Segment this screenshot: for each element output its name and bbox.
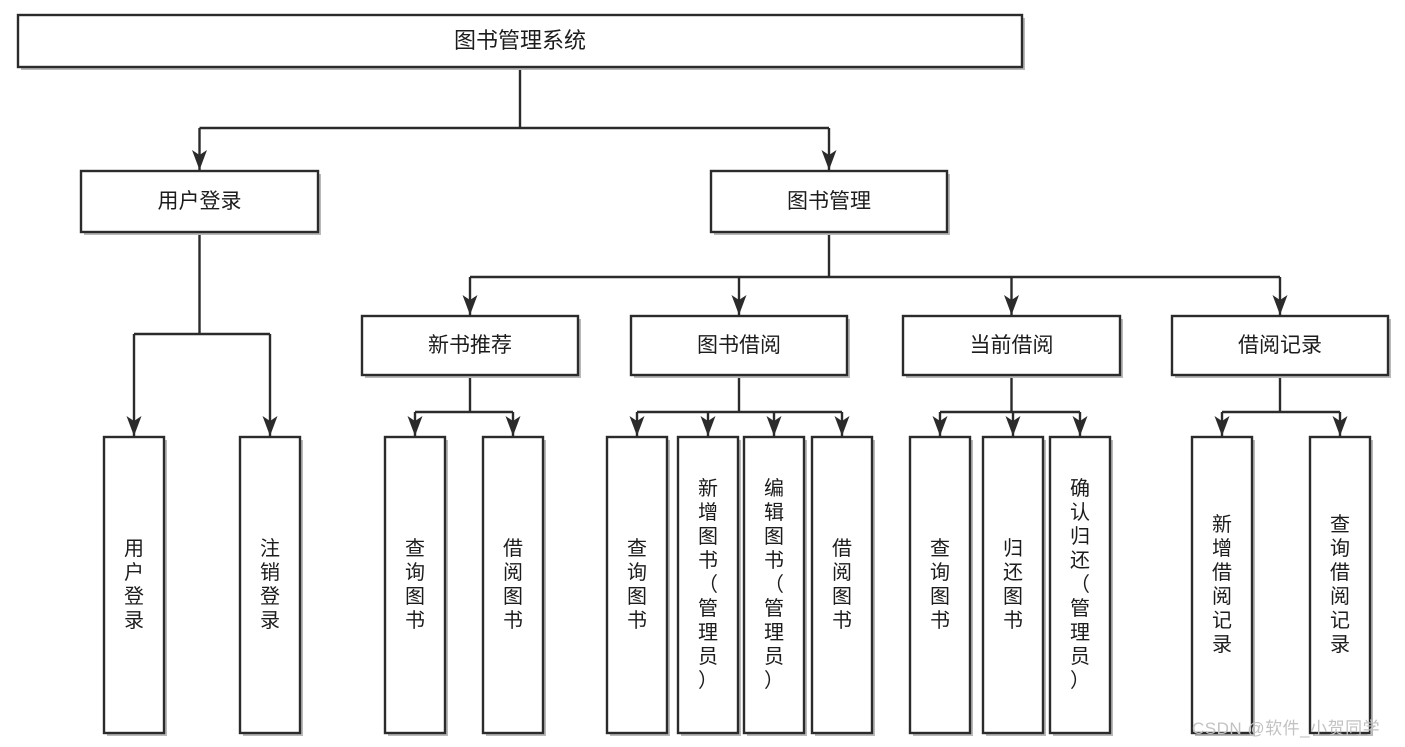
node-leaf-edit-book[interactable] [742, 435, 806, 735]
node-current-borrow[interactable] [901, 314, 1122, 377]
node-leaf-borrow-book-1[interactable] [481, 435, 545, 735]
edge-arrowhead [1332, 416, 1348, 436]
edge-arrowhead [1004, 295, 1019, 315]
node-book-manage[interactable] [709, 169, 949, 234]
node-leaf-logout[interactable] [238, 435, 302, 735]
node-new-book-rec[interactable] [360, 314, 580, 377]
node-leaf-query-record[interactable] [1308, 435, 1372, 735]
node-leaf-query-book-2[interactable] [605, 435, 669, 735]
node-root[interactable] [16, 13, 1024, 69]
edge-arrowhead [834, 416, 850, 436]
node-leaf-add-record[interactable] [1190, 435, 1254, 735]
node-leaf-add-book[interactable] [676, 435, 740, 735]
node-borrow-record[interactable] [1170, 314, 1390, 377]
node-book-manage-label: 图书管理 [787, 190, 871, 213]
node-book-borrow-label: 图书借阅 [697, 334, 781, 357]
node-root-label: 图书管理系统 [454, 28, 586, 53]
node-leaf-user-login[interactable] [102, 435, 166, 735]
node-user-login[interactable] [79, 169, 320, 234]
node-book-borrow[interactable] [629, 314, 849, 377]
edge-arrowhead [766, 416, 782, 436]
edge-arrowhead [629, 416, 645, 436]
edge-arrowhead [462, 295, 478, 315]
node-user-login-label: 用户登录 [158, 190, 242, 213]
edge-arrowhead [1272, 295, 1288, 315]
edge-arrowhead [1072, 416, 1088, 436]
node-new-book-rec-label: 新书推荐 [428, 334, 512, 357]
node-leaf-query-book-3[interactable] [908, 435, 972, 735]
node-leaf-query-book-1[interactable] [383, 435, 447, 735]
edge-arrowhead [700, 416, 716, 436]
node-borrow-record-label: 借阅记录 [1238, 334, 1322, 357]
node-leaf-return-book[interactable] [981, 435, 1045, 735]
edge-arrowhead [932, 416, 948, 436]
node-leaf-borrow-book-2[interactable] [810, 435, 874, 735]
edges-layer [126, 67, 1348, 436]
edge-arrowhead [1005, 416, 1021, 436]
edge-arrowhead [126, 416, 142, 436]
edge-arrowhead [192, 150, 207, 170]
edge-arrowhead [262, 416, 278, 436]
edge-arrowhead [1214, 416, 1230, 436]
edge-arrowhead [505, 416, 521, 436]
edge-arrowhead [407, 416, 423, 436]
edge-arrowhead [821, 150, 837, 170]
csdn-watermark: CSDN @软件_小贺同学 [1192, 719, 1381, 738]
edge-arrowhead [731, 295, 747, 315]
node-current-borrow-label: 当前借阅 [970, 334, 1054, 357]
node-leaf-confirm-return[interactable] [1048, 435, 1112, 735]
